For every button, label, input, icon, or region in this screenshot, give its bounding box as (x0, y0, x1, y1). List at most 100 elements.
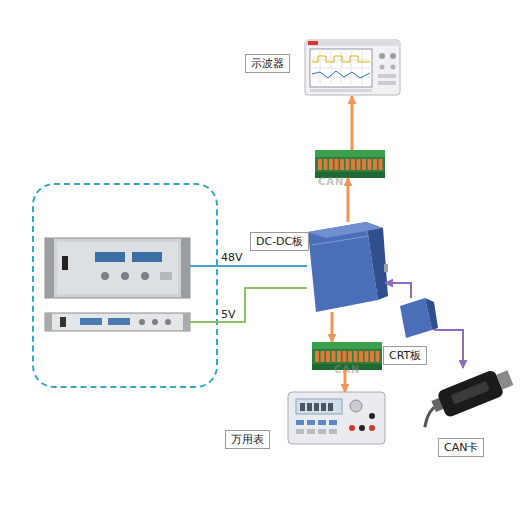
connector (190, 288, 307, 322)
dc-dc-board-illustration-part (308, 222, 383, 238)
multimeter-illustration (288, 392, 385, 444)
multimeter-illustration-part (328, 403, 333, 411)
relay-board-illustration-part (312, 342, 382, 349)
multimeter-node: 万用表 (288, 392, 385, 444)
multimeter-illustration-part (314, 403, 319, 411)
multimeter-illustration-part (318, 429, 326, 434)
multimeter-illustration-part (296, 429, 304, 434)
can-card-illustration (414, 365, 515, 428)
multimeter-illustration-part (307, 403, 312, 411)
power-supply-illustration-part (45, 238, 54, 298)
power-supply-illustration-part (45, 238, 190, 298)
multimeter-illustration-part (329, 420, 337, 425)
connector (190, 265, 307, 267)
oscilloscope-illustration-part (305, 40, 400, 95)
relay-board-illustration-part (351, 159, 355, 170)
power-supply-illustration-part (101, 272, 109, 280)
power-supply-illustration-part (160, 272, 172, 280)
oscilloscope-illustration-part (378, 81, 396, 85)
power-supply-node (45, 238, 190, 298)
oscilloscope-illustration-part (308, 41, 318, 45)
oscilloscope-node: 示波器 (305, 38, 400, 96)
relay-board-illustration-part (315, 150, 385, 157)
relay-board-illustration-part (315, 351, 319, 362)
relay-board-illustration-part (346, 159, 350, 170)
device-label: DC-DC板 (250, 232, 309, 251)
power-supply-illustration (45, 313, 190, 331)
power-supply-illustration-part (141, 272, 149, 280)
dc-dc-board-node: DC-DC板 (307, 222, 385, 312)
power-supply-illustration-part (165, 319, 171, 325)
multimeter-illustration-part (296, 420, 304, 425)
multimeter-illustration-part (318, 420, 326, 425)
oscilloscope-illustration-part (380, 65, 385, 70)
can-card-node: CAN卡 (428, 368, 514, 424)
relay-board-illustration-part (376, 351, 380, 362)
dc-dc-board-illustration (308, 222, 388, 312)
power-supply-illustration-part (183, 313, 190, 331)
oscilloscope-illustration-part (378, 74, 396, 78)
power-supply-illustration-part (152, 319, 158, 325)
power-supply-illustration-part (62, 256, 68, 270)
relay-board-illustration-part (318, 159, 322, 170)
oscilloscope-illustration (305, 40, 400, 95)
relay-board-illustration-part (362, 159, 366, 170)
power-supply-illustration-part (181, 238, 190, 298)
relay-board-illustration-part (321, 351, 325, 362)
crt-board-illustration-part (425, 298, 438, 330)
watermark: CAN (318, 176, 344, 187)
oscilloscope-illustration-part (379, 53, 385, 59)
relay-board-illustration-part (373, 159, 377, 170)
power-supply-illustration-part (108, 318, 130, 325)
power-supply-group (32, 183, 218, 388)
relay-board-illustration-part (335, 159, 339, 170)
multimeter-illustration-part (288, 392, 385, 444)
relay-board-illustration-part (326, 351, 330, 362)
power-supply-illustration-part (60, 317, 66, 327)
relay-board-illustration-part (359, 351, 363, 362)
multimeter-illustration-part (329, 429, 337, 434)
oscilloscope-illustration-part (391, 65, 396, 70)
connector (331, 312, 334, 342)
power-supply-illustration-part (57, 242, 178, 294)
multimeter-illustration-part (321, 403, 326, 411)
device-label: CRT板 (383, 346, 427, 365)
connector (347, 178, 350, 222)
power-supply-illustration-part (139, 319, 145, 325)
oscilloscope-illustration-part (310, 68, 372, 69)
oscilloscope-illustration-part (310, 89, 372, 92)
multimeter-illustration-part (369, 413, 375, 419)
voltage-label: 5V (221, 309, 236, 321)
voltage-label: 48V (221, 252, 243, 264)
relay-board-illustration (315, 150, 385, 178)
multimeter-illustration-part (296, 399, 342, 414)
power-supply-node (45, 313, 190, 331)
relay-board-illustration-part (315, 150, 385, 178)
relay-board-illustration-part (370, 351, 374, 362)
power-supply-illustration-part (45, 313, 52, 331)
crt-board-illustration (400, 298, 438, 338)
relay-board-illustration-part (379, 159, 383, 170)
connector (344, 370, 347, 392)
power-supply-illustration-part (132, 252, 162, 262)
can-card-illustration-part (437, 369, 505, 418)
multimeter-illustration-part (349, 425, 355, 431)
device-label: CAN卡 (438, 438, 484, 457)
relay-board-illustration-part (332, 351, 336, 362)
power-supply-illustration-part (121, 272, 129, 280)
can-card-illustration-part (451, 381, 490, 405)
device-label: 万用表 (225, 430, 270, 449)
power-supply-illustration-part (45, 313, 190, 331)
oscilloscope-illustration-part (312, 56, 370, 62)
oscilloscope-illustration-part (310, 49, 372, 87)
power-supply-illustration-part (80, 318, 102, 325)
multimeter-illustration-part (350, 400, 362, 412)
dc-dc-board-illustration-part (312, 236, 369, 245)
oscilloscope-illustration-part (310, 60, 372, 61)
multimeter-illustration-part (307, 429, 315, 434)
relay-board-illustration-part (357, 159, 361, 170)
oscilloscope-illustration-part (312, 71, 370, 78)
dc-dc-board-illustration-part (366, 222, 388, 300)
